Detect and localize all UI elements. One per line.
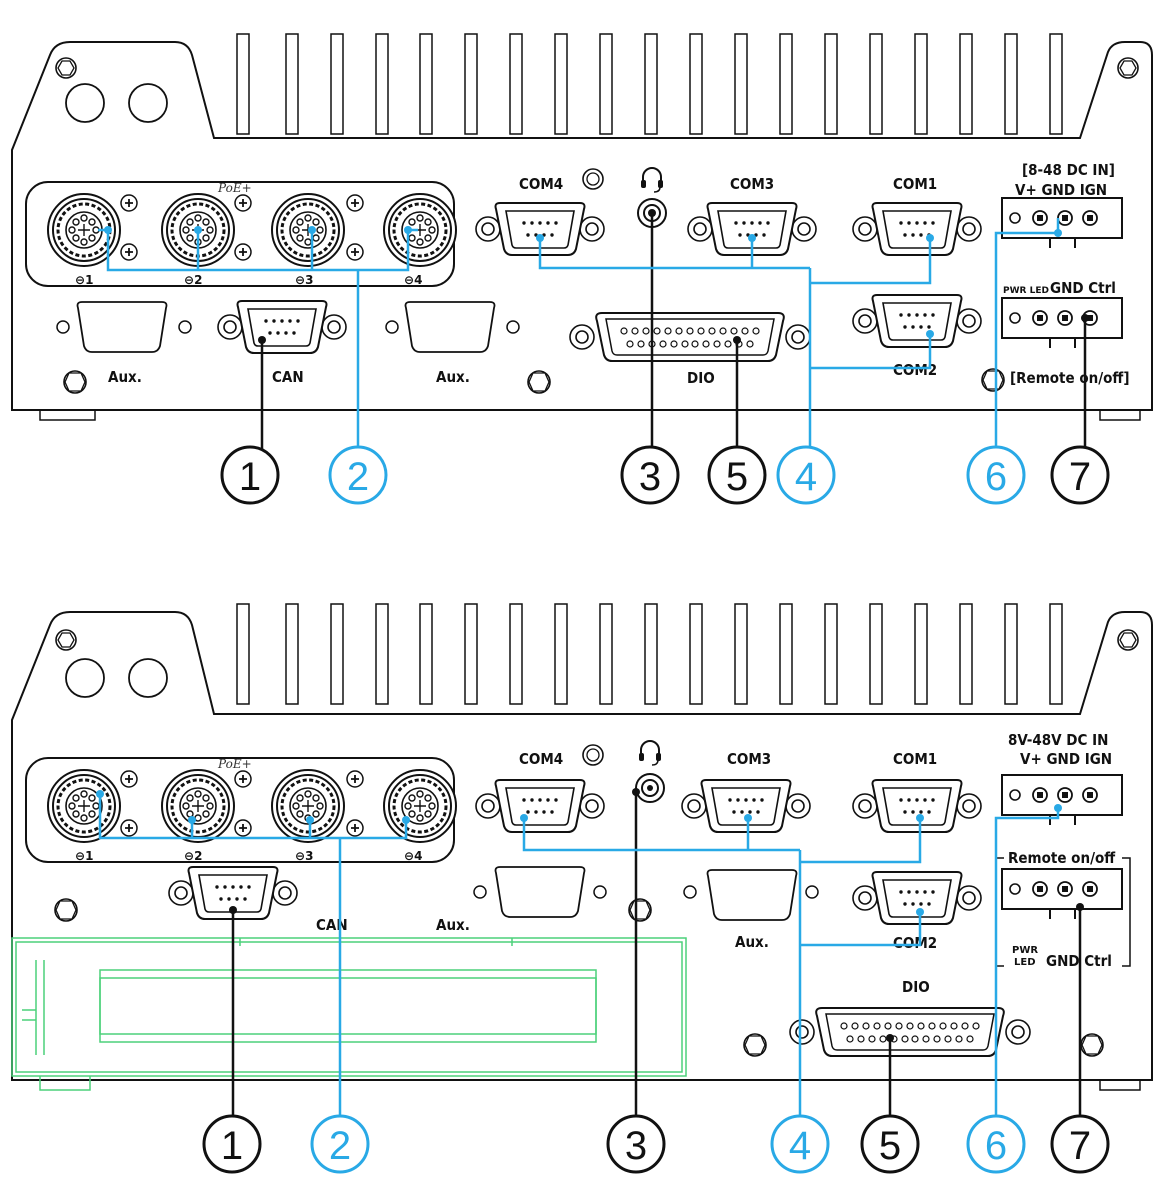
audio-jack-b xyxy=(635,773,665,803)
can-label: CAN xyxy=(272,368,304,386)
aux-right-cutout-b xyxy=(706,869,798,921)
remote-pins: GND Ctrl xyxy=(1050,279,1116,297)
dc-in-pins-b: V+ GND IGN xyxy=(1020,750,1112,768)
com2-label: COM2 xyxy=(893,361,937,379)
leader-dots-bottom xyxy=(229,788,1084,1042)
black-leaders-top xyxy=(260,213,1087,455)
callout-7: 7 xyxy=(1069,455,1091,499)
remote-caption: [Remote on/off] xyxy=(1010,369,1130,387)
remote-pwr-led-label: PWR LED xyxy=(1003,286,1049,296)
expansion-module xyxy=(11,937,687,1091)
com4-label: COM4 xyxy=(519,175,563,193)
com2-label-b: COM2 xyxy=(893,934,937,952)
aux-right-cutout xyxy=(404,301,496,353)
leader-dots-top xyxy=(258,209,1089,344)
heatsink-fins-bottom xyxy=(236,603,1063,705)
dc-in-title-b: 8V-48V DC IN xyxy=(1008,731,1108,749)
dio-label-b: DIO xyxy=(902,978,930,996)
chassis-screw-top-right xyxy=(1117,57,1139,79)
poe-label-b: PoE+ xyxy=(217,757,252,771)
com1-label-b: COM1 xyxy=(893,750,937,768)
com1-label: COM1 xyxy=(893,175,937,193)
dc-in-pins: V+ GND IGN xyxy=(1015,181,1107,199)
aux-right-label-b: Aux. xyxy=(735,933,769,951)
callout-3-b: 3 xyxy=(625,1124,647,1168)
blue-dots-top xyxy=(104,226,1062,338)
com3-label-b: COM3 xyxy=(727,750,771,768)
callout-1-b: 1 xyxy=(221,1124,243,1168)
callout-2: 2 xyxy=(347,455,369,499)
poe-port-2-label: ⊖2 xyxy=(184,273,202,287)
aux-left-label-b: Aux. xyxy=(436,916,470,934)
remote-led-label-b: LED xyxy=(1014,957,1036,968)
bottom-panel: PoE+ ⊖1 ⊖2 ⊖3 ⊖4 CAN Aux. Aux. xyxy=(11,603,1153,1174)
top-panel: PoE+ ⊖1 ⊖2 ⊖3 ⊖4 Aux. CAN Aux. COM4 COM3… xyxy=(11,33,1153,505)
com3-label: COM3 xyxy=(730,175,774,193)
poe-port-4 xyxy=(382,192,458,268)
poe-port-3-label-b: ⊖3 xyxy=(295,849,313,863)
callout-5: 5 xyxy=(726,455,748,499)
remote-pwr-label-b: PWR xyxy=(1012,945,1038,956)
callout-3: 3 xyxy=(639,455,661,499)
aux-right-label: Aux. xyxy=(436,368,470,386)
callouts-top: 1 2 3 5 4 6 7 xyxy=(220,445,1110,505)
poe-port-1-label: ⊖1 xyxy=(75,273,93,287)
dio-port xyxy=(569,312,811,362)
poe-port-2-label-b: ⊖2 xyxy=(184,849,202,863)
mount-hole xyxy=(65,83,105,123)
chassis-screw-top-left-b xyxy=(55,629,77,651)
chassis-screw-top-right-b xyxy=(1117,629,1139,651)
com4-label-b: COM4 xyxy=(519,750,563,768)
poe-port-3-label: ⊖3 xyxy=(295,273,313,287)
poe-port-1-label-b: ⊖1 xyxy=(75,849,93,863)
remote-title-b: Remote on/off xyxy=(1008,849,1116,867)
can-label-b: CAN xyxy=(316,916,348,934)
heatsink-fins-top xyxy=(236,33,1063,135)
callout-4-b: 4 xyxy=(789,1124,811,1168)
poe-port-4-label: ⊖4 xyxy=(404,273,422,287)
aux-left-cutout xyxy=(76,301,168,353)
blue-leaders-bottom xyxy=(98,790,1060,1120)
mount-hole xyxy=(128,83,168,123)
aux-mid-cutout xyxy=(494,866,586,918)
dio-port-b xyxy=(789,1007,1031,1057)
callouts-bottom: 1 2 3 4 5 6 7 xyxy=(202,1114,1110,1174)
callout-4: 4 xyxy=(795,455,817,499)
callout-6: 6 xyxy=(985,455,1007,499)
callout-7-b: 7 xyxy=(1069,1124,1091,1168)
callout-1: 1 xyxy=(239,455,261,499)
poe-label: PoE+ xyxy=(217,181,252,195)
callout-5-b: 5 xyxy=(879,1124,901,1168)
dio-label: DIO xyxy=(687,369,715,387)
aux-left-label: Aux. xyxy=(108,368,142,386)
poe-port-4-label-b: ⊖4 xyxy=(404,849,422,863)
dc-in-title: [8-48 DC IN] xyxy=(1022,161,1115,179)
blue-dots-bottom xyxy=(96,790,1062,916)
black-leaders-bottom xyxy=(231,792,1082,1120)
callout-6-b: 6 xyxy=(985,1124,1007,1168)
callout-2-b: 2 xyxy=(329,1124,351,1168)
chassis-screw-top-left xyxy=(55,57,77,79)
